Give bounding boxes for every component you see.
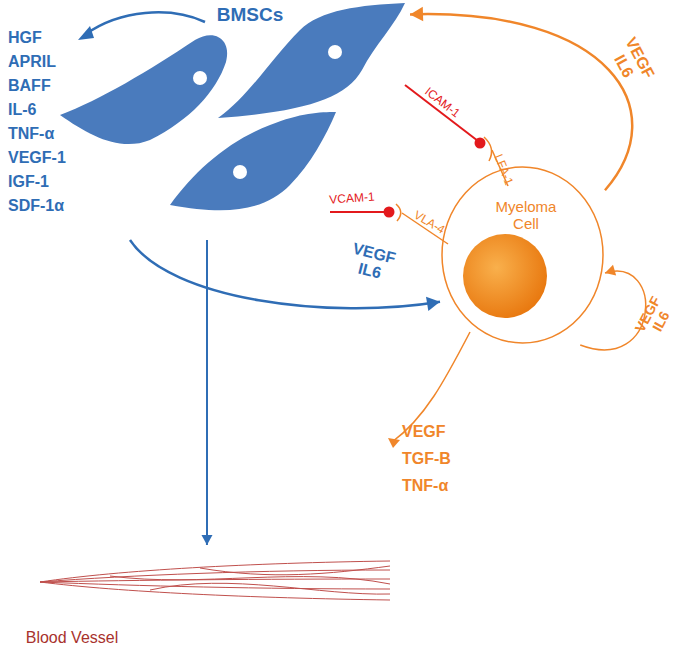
connector-line bbox=[130, 240, 440, 308]
arrow-head bbox=[78, 26, 94, 40]
arrow-head bbox=[388, 438, 400, 448]
edge-label: VEGF IL6 bbox=[605, 33, 659, 92]
blood-vessel-drawing bbox=[40, 561, 390, 600]
adhesion-dot bbox=[384, 207, 395, 218]
receptor-bracket bbox=[484, 137, 492, 161]
adhesion-name: VCAM-1 bbox=[329, 191, 375, 208]
connector-line bbox=[206, 240, 208, 545]
factor-name: HGF bbox=[8, 29, 42, 47]
factor-name: IGF-1 bbox=[8, 173, 49, 191]
factor-name: APRIL bbox=[8, 53, 56, 71]
arrow-head bbox=[201, 535, 212, 545]
connector bbox=[130, 240, 440, 311]
factor-name: TGF-B bbox=[402, 450, 451, 468]
arrow-head bbox=[410, 7, 423, 21]
myeloma-nucleus bbox=[463, 234, 547, 318]
factor-name: VEGF bbox=[402, 423, 446, 441]
adhesion-dot bbox=[475, 138, 486, 149]
arrow-head bbox=[426, 297, 440, 311]
receptor-bracket bbox=[396, 204, 401, 221]
cell-outline bbox=[440, 165, 605, 345]
connector bbox=[580, 265, 645, 350]
cell-nucleus bbox=[193, 71, 207, 85]
arrow-head bbox=[605, 265, 616, 276]
myeloma-cell: Myeloma Cell bbox=[440, 165, 605, 345]
factor-name: TNF-α bbox=[402, 477, 448, 495]
cell-nucleus bbox=[233, 165, 247, 179]
leader-arrow bbox=[86, 12, 205, 34]
factor-name: VEGF-1 bbox=[8, 149, 66, 167]
connector-line bbox=[410, 14, 632, 190]
edge-label: VEGF IL6 bbox=[344, 239, 399, 285]
connector-line bbox=[580, 271, 645, 350]
adhesion-line bbox=[405, 85, 478, 141]
receptor-name: VLA-4 bbox=[411, 209, 447, 238]
secretion-arrow bbox=[392, 332, 470, 442]
cell-outline-shape bbox=[442, 167, 603, 343]
factor-name: SDF-1α bbox=[8, 197, 64, 215]
node-title: Blood Vessel bbox=[2, 629, 142, 647]
factor-name: TNF-α bbox=[8, 125, 54, 143]
connector bbox=[201, 240, 212, 545]
stromal-cell bbox=[170, 112, 336, 210]
connector bbox=[410, 7, 632, 190]
cell-nucleus bbox=[328, 45, 342, 59]
receptor-name: LFA-1 bbox=[491, 153, 516, 188]
node-title: BMSCs bbox=[210, 4, 290, 26]
factor-name: BAFF bbox=[8, 77, 51, 95]
node-title: Myeloma Cell bbox=[490, 198, 562, 233]
blood-vessel: Blood Vessel bbox=[0, 545, 395, 655]
adhesion-line bbox=[330, 211, 386, 213]
factor-name: IL-6 bbox=[8, 101, 36, 119]
edge-label: VEGF IL6 bbox=[632, 292, 679, 344]
stromal-cell bbox=[60, 35, 227, 144]
